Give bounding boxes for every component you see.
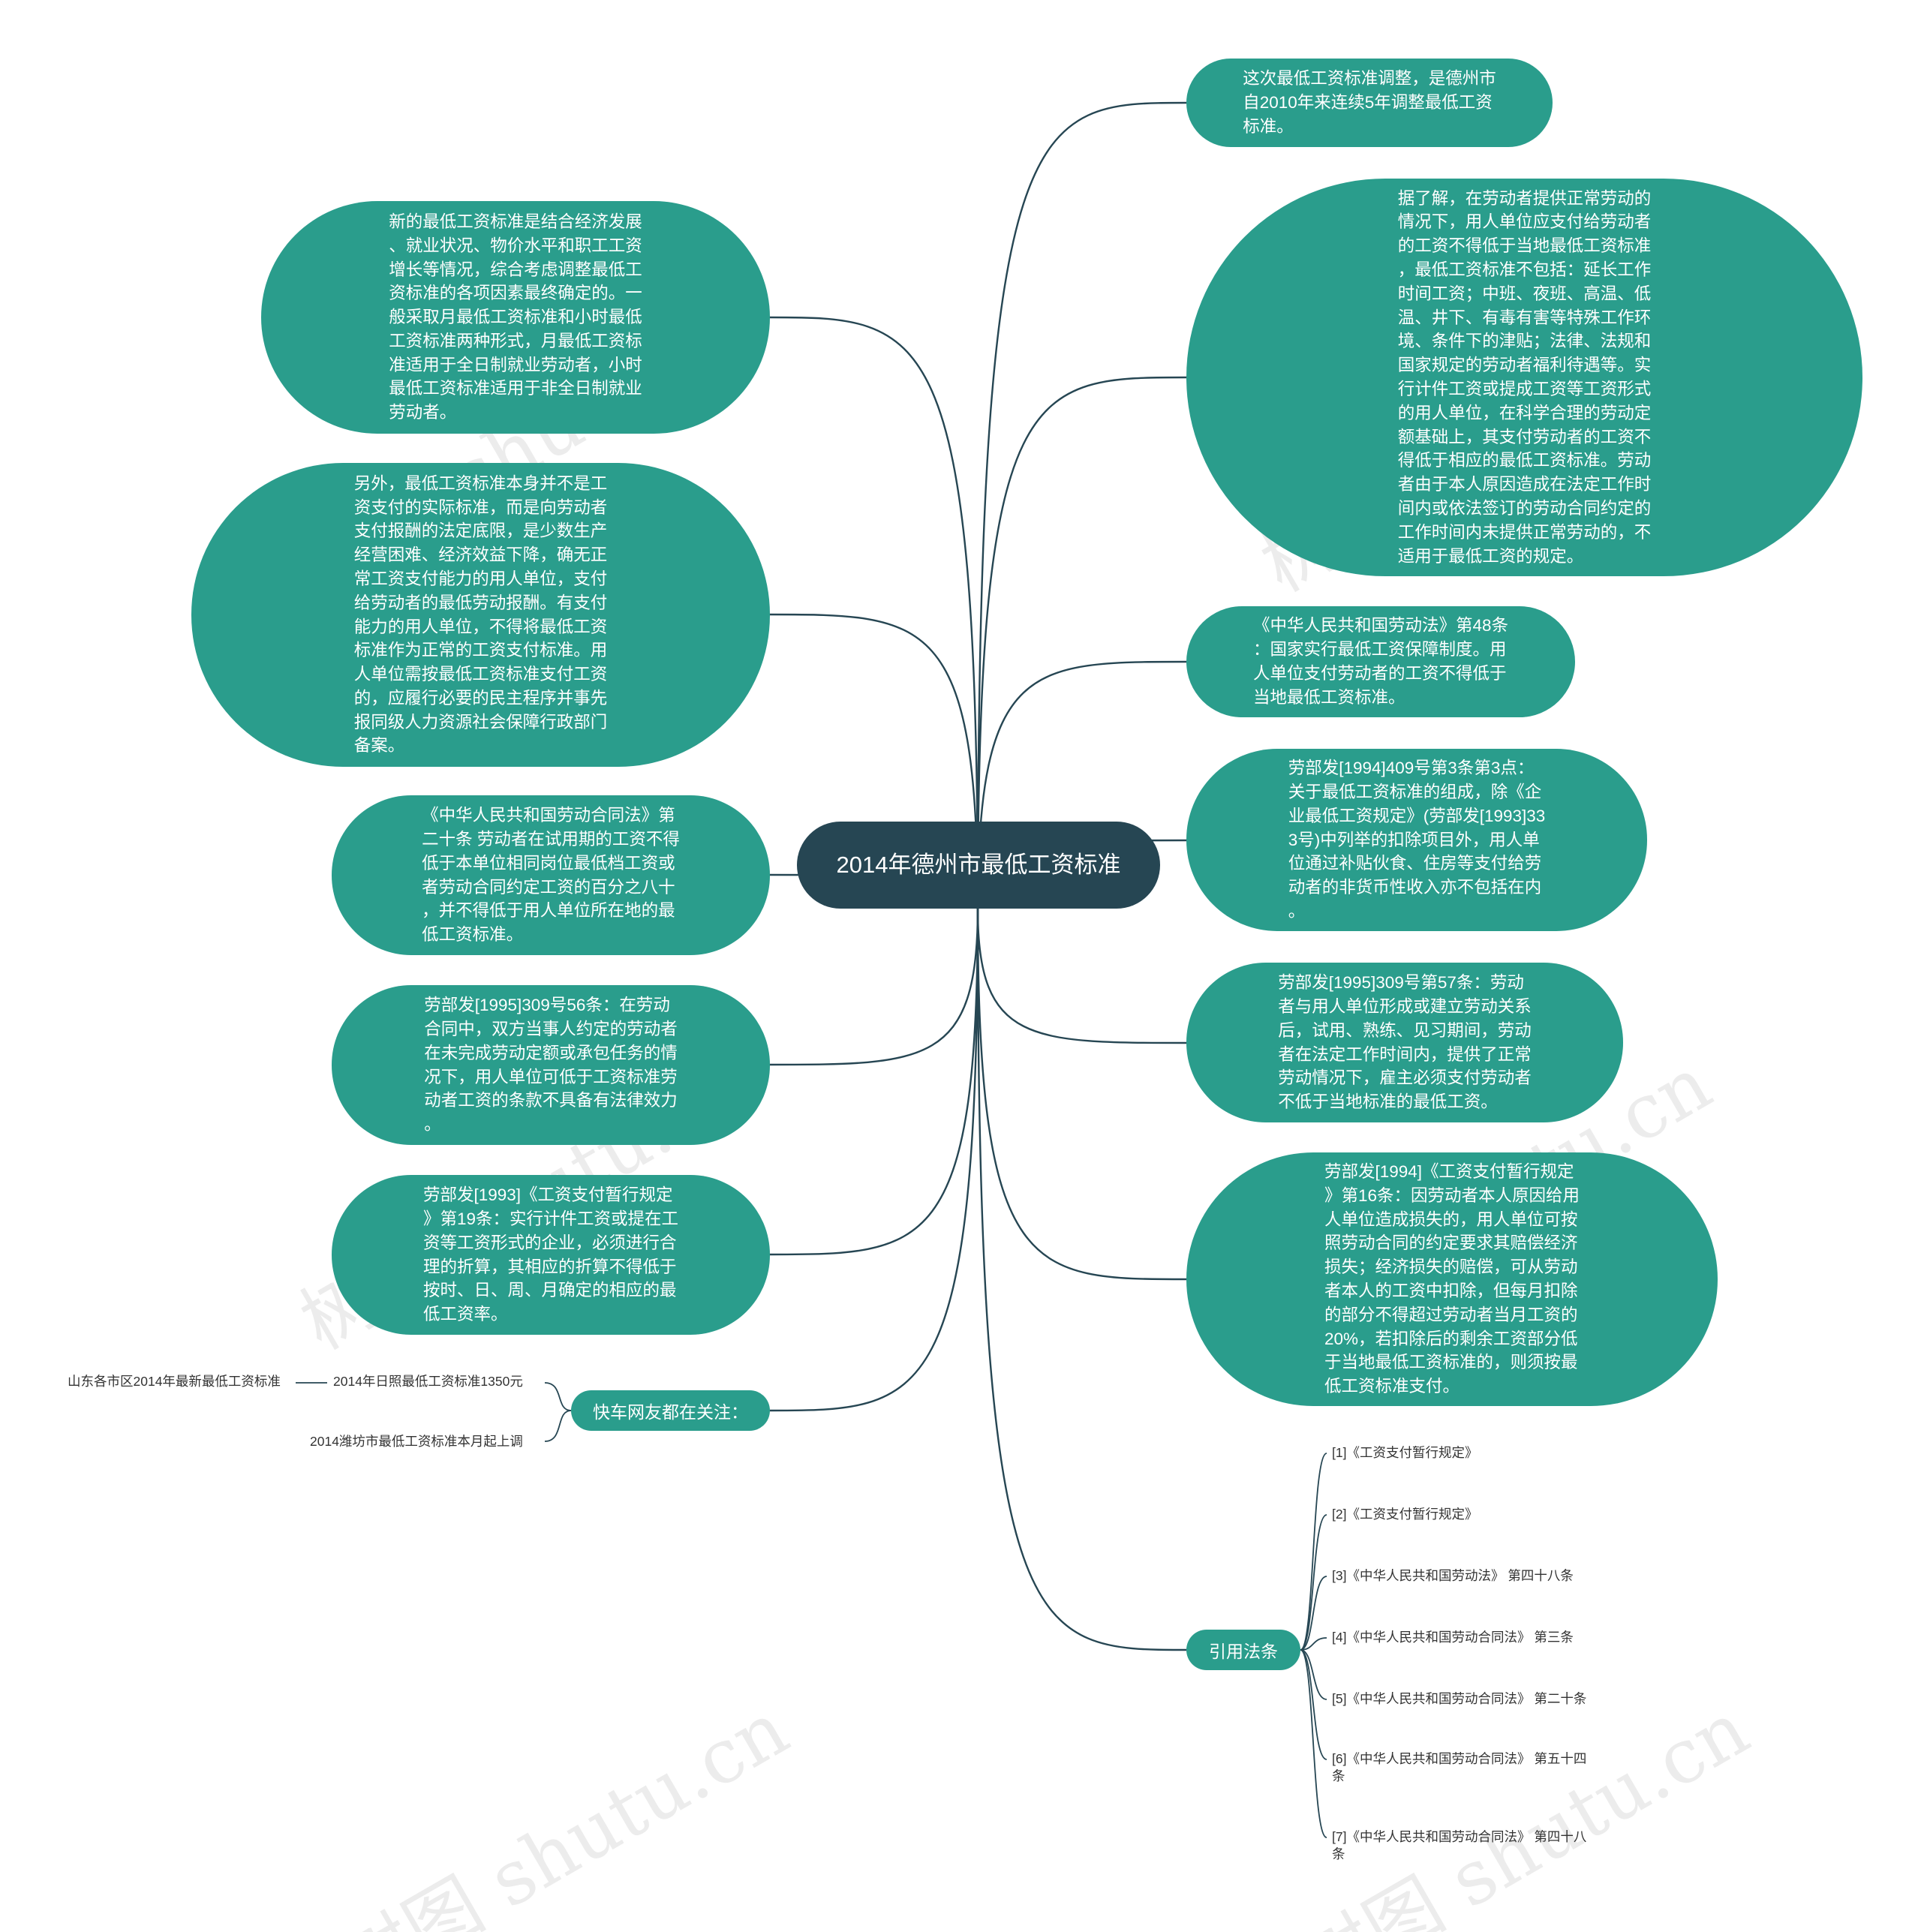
topic-text: 劳部发[1994]《工资支付暂行规定 》第16条：因劳动者本人原因给用 人单位造…	[1324, 1162, 1580, 1396]
citation-item[interactable]: [1]《工资支付暂行规定》	[1332, 1445, 1478, 1460]
topic-text: 《中华人民共和国劳动法》第48条 ：国家实行最低工资保障制度。用 人单位支付劳动…	[1252, 616, 1509, 707]
citation-connector	[1300, 1637, 1327, 1651]
focus-topic[interactable]: 快车网友都在关注：	[571, 1390, 770, 1431]
focus-connector	[544, 1410, 572, 1442]
topic-node-r4[interactable]: 劳部发[1994]409号第3条第3点： 关于最低工资标准的组成，除《企 业最低…	[1186, 749, 1647, 931]
root-topic[interactable]: 2014年德州市最低工资标准	[797, 822, 1160, 909]
citation-connector	[1300, 1514, 1327, 1651]
focus-sub-item[interactable]: 山东各市区2014年最新最低工资标准	[68, 1374, 281, 1389]
focus-item[interactable]: 2014潍坊市最低工资标准本月起上调	[310, 1434, 523, 1449]
topic-node-l3[interactable]: 《中华人民共和国劳动合同法》第 二十条 劳动者在试用期的工资不得 低于本单位相同…	[332, 795, 770, 955]
topic-node-r1[interactable]: 这次最低工资标准调整，是德州市 自2010年来连续5年调整最低工资 标准。	[1186, 59, 1553, 147]
topic-text: 劳部发[1993]《工资支付暂行规定 》第19条：实行计件工资或提在工 资等工资…	[422, 1185, 679, 1324]
root-title: 2014年德州市最低工资标准	[836, 852, 1121, 878]
topic-node-r6[interactable]: 劳部发[1994]《工资支付暂行规定 》第16条：因劳动者本人原因给用 人单位造…	[1186, 1152, 1718, 1406]
branch-connector	[769, 909, 979, 1412]
topic-text: 《中华人民共和国劳动合同法》第 二十条 劳动者在试用期的工资不得 低于本单位相同…	[422, 806, 680, 945]
citation-item[interactable]: [3]《中华人民共和国劳动法》 第四十八条	[1332, 1568, 1574, 1583]
topic-text: 据了解，在劳动者提供正常劳动的 情况下，用人单位应支付给劳动者 的工资不得低于当…	[1397, 188, 1652, 566]
topic-text: 劳部发[1995]309号56条：在劳动 合同中，双方当事人约定的劳动者 在未完…	[424, 996, 678, 1134]
topic-node-l5[interactable]: 劳部发[1993]《工资支付暂行规定 》第19条：实行计件工资或提在工 资等工资…	[332, 1175, 770, 1335]
focus-item[interactable]: 2014年日照最低工资标准1350元	[333, 1374, 523, 1389]
branch-connector	[769, 909, 979, 1066]
topic-node-l2[interactable]: 另外，最低工资标准本身并不是工 资支付的实际标准，而是向劳动者 支付报酬的法定底…	[191, 463, 770, 767]
branch-connector	[976, 660, 1187, 910]
branch-connector	[976, 909, 1187, 1044]
topic-node-l1[interactable]: 新的最低工资标准是结合经济发展 、就业状况、物价水平和职工工资 增长等情况，综合…	[261, 201, 770, 434]
branch-connector	[769, 613, 979, 910]
topic-node-r2[interactable]: 据了解，在劳动者提供正常劳动的 情况下，用人单位应支付给劳动者 的工资不得低于当…	[1186, 179, 1862, 576]
citation-item[interactable]: [4]《中华人民共和国劳动合同法》 第三条	[1332, 1630, 1574, 1645]
citation-item[interactable]: [7]《中华人民共和国劳动合同法》 第四十八 条	[1332, 1829, 1587, 1861]
branch-connector	[976, 376, 1187, 910]
citation-item[interactable]: [2]《工资支付暂行规定》	[1332, 1507, 1478, 1522]
topic-text: 劳部发[1994]409号第3条第3点： 关于最低工资标准的组成，除《企 业最低…	[1288, 759, 1546, 921]
citation-item[interactable]: [6]《中华人民共和国劳动合同法》 第五十四 条	[1332, 1751, 1587, 1783]
branch-connector	[769, 316, 979, 910]
citation-connector	[1300, 1453, 1327, 1651]
topic-text: 新的最低工资标准是结合经济发展 、就业状况、物价水平和职工工资 增长等情况，综合…	[389, 212, 642, 422]
topic-text: 另外，最低工资标准本身并不是工 资支付的实际标准，而是向劳动者 支付报酬的法定底…	[353, 473, 608, 756]
citation-item[interactable]: [5]《中华人民共和国劳动合同法》 第二十条	[1332, 1691, 1587, 1706]
focus-connector	[544, 1382, 572, 1411]
branch-connector	[976, 101, 1187, 910]
citation-connector	[1300, 1576, 1327, 1651]
topic-node-r5[interactable]: 劳部发[1995]309号第57条：劳动 者与用人单位形成或建立劳动关系 后，试…	[1186, 963, 1623, 1122]
citation-connector	[1300, 1649, 1327, 1838]
branch-connector	[976, 909, 1187, 1651]
branch-connector	[976, 909, 1187, 1281]
topic-text: 劳部发[1995]309号第57条：劳动 者与用人单位形成或建立劳动关系 后，试…	[1278, 973, 1532, 1112]
branch-connector	[769, 909, 979, 1256]
citation-connector	[1300, 1649, 1327, 1700]
topic-node-l4[interactable]: 劳部发[1995]309号56条：在劳动 合同中，双方当事人约定的劳动者 在未完…	[332, 985, 770, 1145]
citation-connector	[1300, 1649, 1327, 1760]
citations-topic[interactable]: 引用法条	[1186, 1630, 1300, 1670]
topic-text: 这次最低工资标准调整，是德州市 自2010年来连续5年调整最低工资 标准。	[1243, 69, 1496, 136]
topic-node-r3[interactable]: 《中华人民共和国劳动法》第48条 ：国家实行最低工资保障制度。用 人单位支付劳动…	[1186, 606, 1575, 717]
